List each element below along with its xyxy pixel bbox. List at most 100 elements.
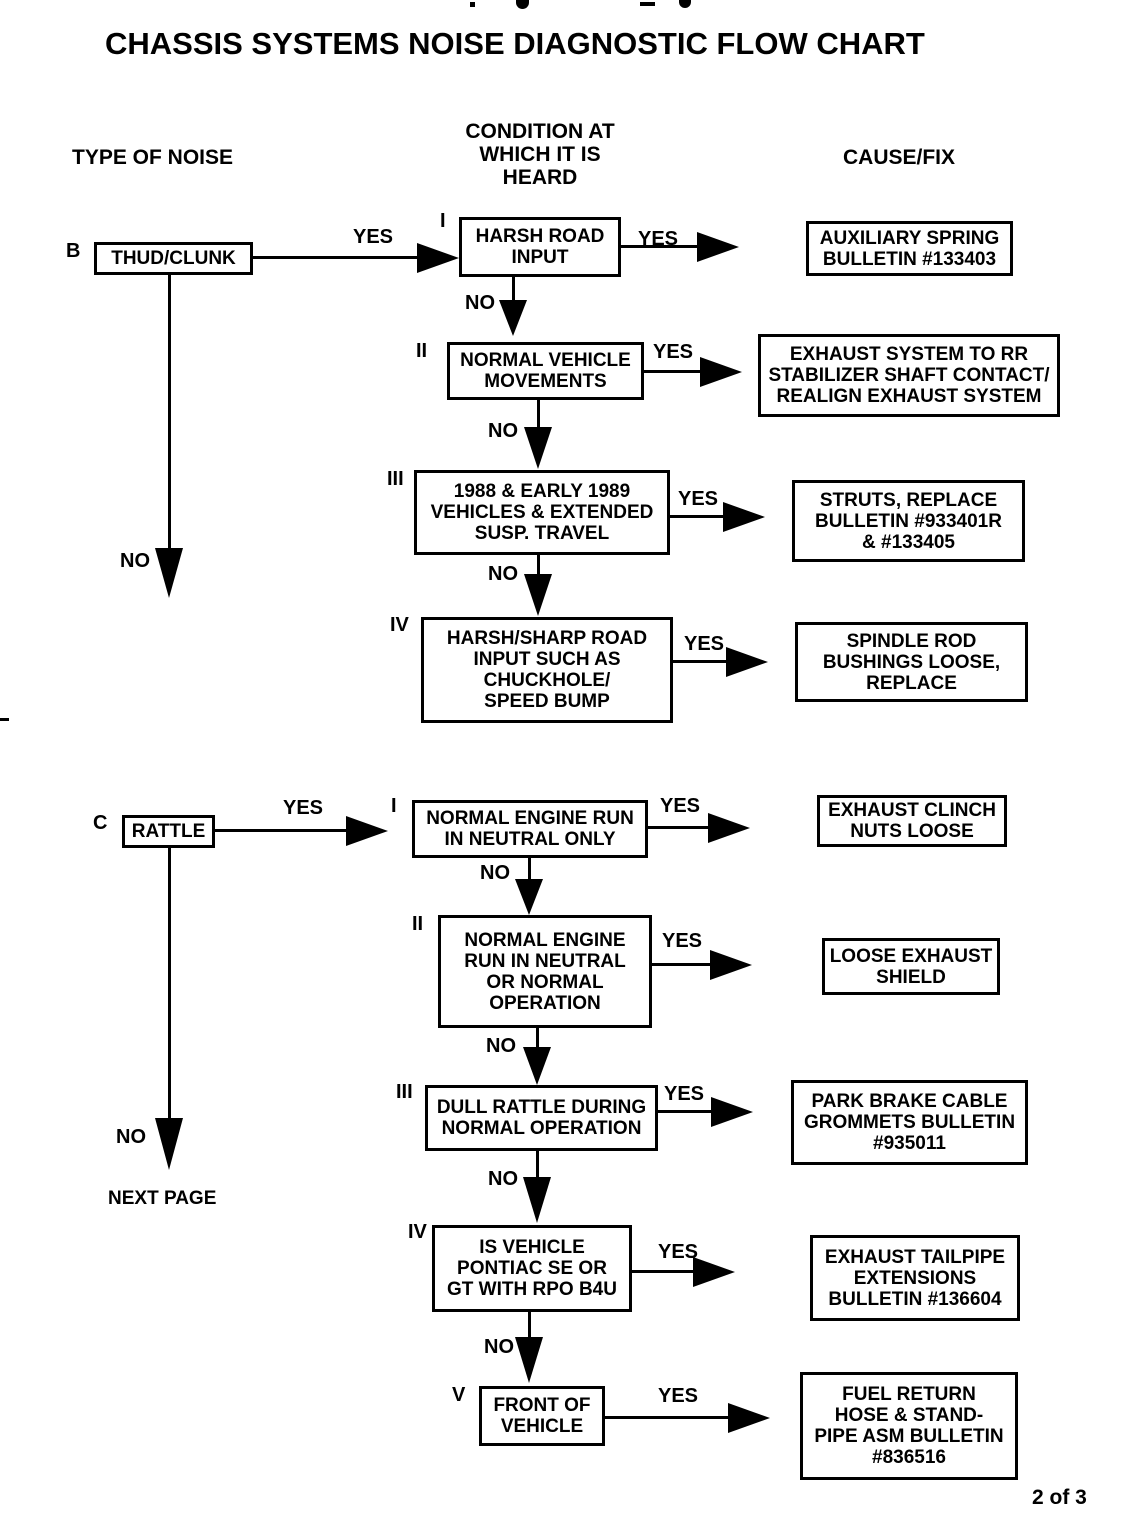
arrow-down-icon [524, 427, 552, 469]
connector-line [652, 963, 712, 966]
cause-box: PARK BRAKE CABLE GROMMETS BULLETIN #9350… [791, 1080, 1028, 1165]
connector-line [621, 245, 701, 248]
connector-line [536, 1028, 539, 1050]
scan-artifact [679, 0, 691, 8]
no-label: NO [465, 292, 495, 314]
cause-box: EXHAUST CLINCH NUTS LOOSE [817, 795, 1007, 847]
connector-line [537, 400, 540, 428]
arrow-right-icon [726, 647, 768, 677]
arrow-right-icon [728, 1403, 770, 1433]
condition-box: HARSH/SHARP ROAD INPUT SUCH AS CHUCKHOLE… [421, 617, 673, 723]
section-letter: B [66, 240, 81, 262]
no-label: NO [116, 1126, 146, 1148]
condition-box: HARSH ROAD INPUT [459, 217, 621, 277]
connector-line [253, 256, 421, 259]
connector-line [168, 275, 171, 549]
yes-label: YES [653, 341, 694, 363]
column-header-condition: CONDITION AT WHICH IT IS HEARD [465, 120, 615, 189]
page-title: CHASSIS SYSTEMS NOISE DIAGNOSTIC FLOW CH… [105, 26, 925, 61]
arrow-right-icon [711, 1097, 753, 1127]
connector-line [673, 660, 728, 663]
cause-box: STRUTS, REPLACE BULLETIN #933401R & #133… [792, 480, 1025, 562]
arrow-right-icon [693, 1257, 735, 1287]
page-number: 2 of 3 [1032, 1486, 1087, 1509]
no-label: NO [488, 1168, 518, 1190]
arrow-down-icon [155, 548, 183, 598]
yes-label: YES [283, 797, 324, 819]
step-numeral: III [396, 1081, 413, 1103]
arrow-right-icon [708, 813, 750, 843]
step-numeral: I [391, 795, 397, 817]
type-of-noise-box: THUD/CLUNK [94, 242, 253, 275]
connector-line [528, 858, 531, 882]
cause-box: FUEL RETURN HOSE & STAND- PIPE ASM BULLE… [800, 1372, 1018, 1480]
yes-label: YES [660, 795, 701, 817]
yes-label: YES [658, 1385, 699, 1407]
step-numeral: IV [390, 614, 409, 636]
cause-box: AUXILIARY SPRING BULLETIN #133403 [806, 221, 1013, 276]
arrow-right-icon [700, 357, 742, 387]
yes-label: YES [664, 1083, 705, 1105]
section-letter: C [93, 812, 108, 834]
arrow-down-icon [515, 1337, 543, 1383]
step-numeral: III [387, 468, 404, 490]
connector-line [670, 515, 727, 518]
cause-box: LOOSE EXHAUST SHIELD [822, 938, 1000, 995]
connector-line [658, 1110, 714, 1113]
connector-line [215, 829, 348, 832]
connector-line [632, 1270, 695, 1273]
step-numeral: V [452, 1384, 466, 1406]
arrow-right-icon [346, 816, 388, 846]
connector-line [512, 277, 515, 303]
arrow-down-icon [499, 300, 527, 336]
cause-box: EXHAUST TAILPIPE EXTENSIONS BULLETIN #13… [810, 1235, 1020, 1321]
arrow-down-icon [523, 1047, 551, 1085]
no-label: NO [480, 862, 510, 884]
yes-label: YES [658, 1241, 699, 1263]
connector-line [644, 370, 704, 373]
condition-box: NORMAL ENGINE RUN IN NEUTRAL ONLY [412, 800, 648, 858]
type-of-noise-box: RATTLE [122, 815, 215, 848]
scan-artifact [0, 718, 9, 721]
no-label: NO [484, 1336, 514, 1358]
yes-label: YES [638, 228, 679, 250]
cause-box: EXHAUST SYSTEM TO RR STABILIZER SHAFT CO… [758, 334, 1060, 417]
step-numeral: I [440, 210, 446, 232]
connector-line [528, 1312, 531, 1340]
scan-artifact [516, 0, 529, 9]
no-label: NO [120, 550, 150, 572]
yes-label: YES [684, 633, 725, 655]
arrow-right-icon [697, 232, 739, 262]
connector-line [605, 1416, 730, 1419]
no-label: NO [486, 1035, 516, 1057]
next-page-label: NEXT PAGE [108, 1188, 217, 1209]
column-header-cause-fix: CAUSE/FIX [843, 146, 956, 169]
arrow-down-icon [155, 1118, 183, 1170]
step-numeral: II [412, 913, 424, 935]
yes-label: YES [353, 226, 394, 248]
arrow-down-icon [515, 879, 543, 915]
arrow-right-icon [710, 950, 752, 980]
condition-box: DULL RATTLE DURING NORMAL OPERATION [425, 1085, 658, 1151]
condition-box: NORMAL ENGINE RUN IN NEUTRAL OR NORMAL O… [438, 915, 652, 1028]
arrow-right-icon [417, 243, 459, 273]
no-label: NO [488, 420, 518, 442]
arrow-right-icon [723, 502, 765, 532]
arrow-down-icon [523, 1177, 551, 1223]
column-header-type-of-noise: TYPE OF NOISE [72, 146, 234, 169]
condition-box: 1988 & EARLY 1989 VEHICLES & EXTENDED SU… [414, 470, 670, 555]
step-numeral: II [416, 340, 428, 362]
no-label: NO [488, 563, 518, 585]
scan-artifact [470, 2, 475, 7]
connector-line [536, 1151, 539, 1179]
condition-box: IS VEHICLE PONTIAC SE OR GT WITH RPO B4U [432, 1225, 632, 1312]
connector-line [168, 848, 171, 1120]
condition-box: NORMAL VEHICLE MOVEMENTS [447, 342, 644, 400]
connector-line [537, 555, 540, 577]
cause-box: SPINDLE ROD BUSHINGS LOOSE, REPLACE [795, 622, 1028, 702]
arrow-down-icon [524, 574, 552, 616]
condition-box: FRONT OF VEHICLE [479, 1386, 605, 1446]
scan-artifact [640, 2, 655, 6]
yes-label: YES [678, 488, 719, 510]
